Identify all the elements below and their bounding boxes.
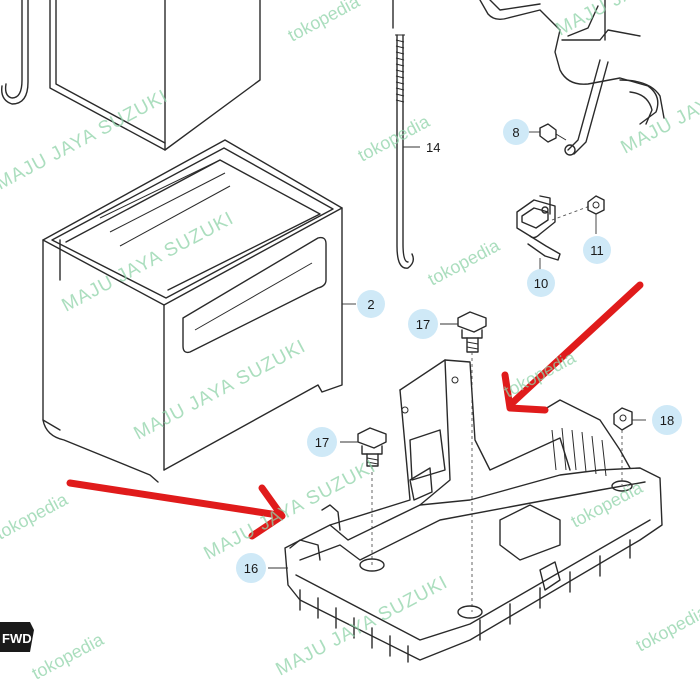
nut-18 [613, 407, 646, 485]
watermark-shop: MAJU JAYA SUZUKI [130, 336, 309, 444]
watermark-marketplace: tokopedia [0, 489, 72, 544]
callout-18: 18 [652, 405, 682, 435]
callout-11: 11 [583, 236, 611, 264]
svg-text:11: 11 [590, 243, 604, 258]
svg-text:18: 18 [660, 413, 674, 428]
svg-text:FWD: FWD [2, 631, 32, 646]
battery-tray [268, 359, 663, 663]
svg-text:17: 17 [315, 435, 329, 450]
watermark-marketplace: tokopedia [632, 601, 700, 656]
svg-text:10: 10 [534, 276, 548, 291]
battery-cable-harness [479, 0, 665, 156]
callout-16: 16 [236, 553, 266, 583]
watermark-marketplace: tokopedia [28, 629, 107, 684]
label-14: 14 [426, 140, 440, 155]
watermark-shop: MAJU JAYA SUZUKI [617, 50, 700, 158]
battery-outline [49, 0, 261, 151]
fwd-badge: FWD [0, 622, 34, 652]
callout-10: 10 [527, 269, 555, 297]
callout-17-upper: 17 [408, 309, 438, 339]
watermark-shop: MAJU JAYA SUZUKI [272, 572, 451, 680]
red-arrow-right [501, 281, 644, 414]
svg-text:8: 8 [512, 125, 519, 140]
watermark-shop: MAJU JAYA SUZUKI [552, 0, 700, 40]
callout-8: 8 [503, 119, 529, 145]
svg-text:2: 2 [367, 297, 374, 312]
hook-wire [1, 0, 29, 105]
callout-17-lower: 17 [307, 427, 337, 457]
watermark-marketplace: tokopedia [567, 477, 646, 532]
bracket-10 [516, 195, 591, 270]
callout-2: 2 [357, 290, 385, 318]
nut-11 [587, 195, 605, 234]
bolt-17-lower [340, 427, 387, 565]
bolt-17-upper [440, 311, 487, 612]
watermark-marketplace: tokopedia [500, 347, 579, 402]
hold-down-rod [392, 0, 420, 269]
svg-text:16: 16 [244, 561, 258, 576]
red-arrow-left [66, 479, 286, 540]
bolt-8 [528, 123, 567, 143]
battery-box [42, 139, 343, 483]
watermark-layer: MAJU JAYA SUZUKI MAJU JAYA SUZUKI MAJU J… [0, 0, 700, 684]
watermark-marketplace: tokopedia [284, 0, 363, 46]
svg-text:17: 17 [416, 317, 430, 332]
watermark-marketplace: tokopedia [354, 111, 433, 166]
watermark-marketplace: tokopedia [424, 235, 503, 290]
